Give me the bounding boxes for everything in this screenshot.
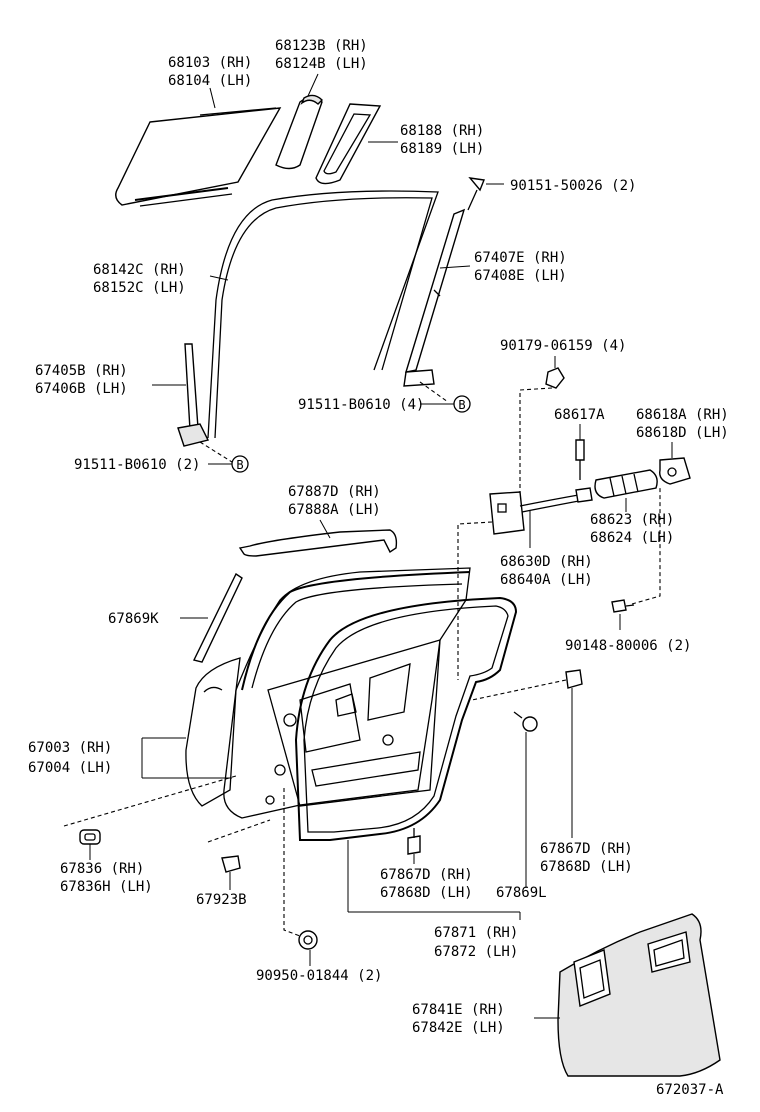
label-67407e: 67407E (RH) (474, 250, 567, 266)
ref-b-lower-label: B (236, 458, 243, 472)
pin-67869l (513, 711, 538, 732)
label-68618d: 68618D (LH) (636, 425, 729, 441)
leader-rear-division-bar (439, 265, 471, 269)
bolt-90148 (611, 599, 635, 613)
label-67868d-right: 67868D (LH) (540, 859, 633, 875)
label-68142c: 68142C (RH) (93, 262, 186, 278)
label-90950: 90950-01844 (2) (256, 968, 382, 984)
cap-67923b (221, 855, 241, 873)
outside-handle (594, 469, 658, 499)
seal-67869k (192, 572, 243, 663)
label-68124b: 68124B (LH) (275, 56, 368, 72)
front-division-bar (177, 343, 210, 447)
door-glass (115, 107, 282, 207)
quarter-weatherstrip (315, 103, 382, 185)
label-67408e: 67408E (LH) (474, 268, 567, 284)
label-90148: 90148-80006 (2) (565, 638, 691, 654)
label-68188: 68188 (RH) (400, 123, 484, 139)
label-68618a: 68618A (RH) (636, 407, 729, 423)
leader-belt-moulding (319, 519, 331, 539)
label-67406b: 67406B (LH) (35, 381, 128, 397)
label-67842e: 67842E (LH) (412, 1020, 505, 1036)
label-67836h: 67836H (LH) (60, 879, 153, 895)
label-67869k: 67869K (108, 611, 159, 627)
label-91511-4: 91511-B0610 (4) (298, 397, 424, 413)
label-67868d-center: 67868D (LH) (380, 885, 473, 901)
label-68104: 68104 (LH) (168, 73, 252, 89)
label-91511-2: 91511-B0610 (2) (74, 457, 200, 473)
label-67872: 67872 (LH) (434, 944, 518, 960)
label-68152c: 68152C (LH) (93, 280, 186, 296)
label-67836: 67836 (RH) (60, 861, 144, 877)
door-lock (489, 487, 593, 535)
rear-division-bar (403, 208, 466, 387)
label-90179: 90179-06159 (4) (500, 338, 626, 354)
label-68630d: 68630D (RH) (500, 554, 593, 570)
label-67869l: 67869L (496, 885, 547, 901)
label-67405b: 67405B (RH) (35, 363, 128, 379)
glass-run (207, 190, 439, 439)
label-68617a: 68617A (554, 407, 605, 423)
clip-67867d-center (407, 828, 421, 855)
label-67871: 67871 (RH) (434, 925, 518, 941)
quarter-glass (275, 94, 323, 170)
clip-67867d-right (565, 669, 583, 689)
bracket-68618a (659, 457, 691, 485)
label-67923b: 67923B (196, 892, 247, 908)
label-68624: 68624 (LH) (590, 530, 674, 546)
label-68189: 68189 (LH) (400, 141, 484, 157)
rod-68617a (575, 439, 585, 480)
plug-90950 (298, 930, 318, 950)
label-68103: 68103 (RH) (168, 55, 252, 71)
grommet-67836 (79, 829, 101, 845)
leader-quarter-glass (307, 73, 319, 97)
label-68623: 68623 (RH) (590, 512, 674, 528)
diagram-code: 672037-A (656, 1082, 724, 1098)
label-90151: 90151-50026 (2) (510, 178, 636, 194)
leader-glass-run (209, 275, 229, 281)
screw-90151 (467, 177, 485, 211)
label-67888a: 67888A (LH) (288, 502, 381, 518)
label-67004: 67004 (LH) (28, 760, 112, 776)
label-67841e: 67841E (RH) (412, 1002, 505, 1018)
label-68123b: 68123B (RH) (275, 38, 368, 54)
leader-glass (209, 87, 216, 109)
ref-b-upper: B (453, 395, 471, 413)
door-weatherstrip (294, 596, 518, 841)
ref-b-upper-label: B (458, 398, 465, 412)
label-67003: 67003 (RH) (28, 740, 112, 756)
label-67867d-right: 67867D (RH) (540, 841, 633, 857)
label-67887d: 67887D (RH) (288, 484, 381, 500)
label-67867d-center: 67867D (RH) (380, 867, 473, 883)
label-68640a: 68640A (LH) (500, 572, 593, 588)
door-trim-panel (557, 913, 721, 1077)
belt-moulding (238, 529, 398, 557)
nut-90179 (545, 367, 565, 389)
ref-b-lower: B (231, 455, 249, 473)
